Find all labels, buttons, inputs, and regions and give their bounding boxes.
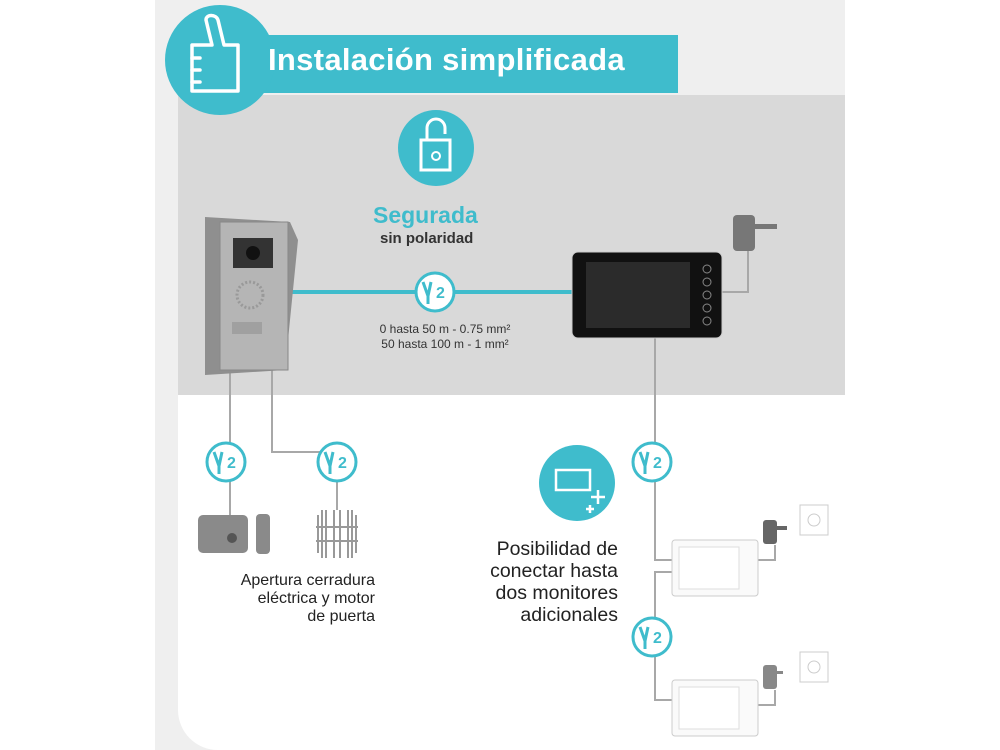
- monitors-caption: Posibilidad de conectar hasta dos monito…: [420, 538, 618, 626]
- lock-icon: [398, 110, 474, 186]
- caption-line: Posibilidad de: [496, 538, 618, 560]
- additional-monitor-2: [671, 679, 759, 737]
- caption-line: dos monitores: [495, 582, 618, 604]
- accessories-caption: Apertura cerradura eléctrica y motor de …: [190, 572, 375, 626]
- two-wire-badge-icon: 2: [316, 441, 358, 483]
- power-adapter-icon: [763, 520, 787, 544]
- indoor-monitor: [571, 251, 723, 339]
- power-adapter-icon: [733, 215, 777, 251]
- wall-socket-icon: [799, 651, 829, 683]
- gate-motor-icon: [316, 510, 358, 558]
- wire-count: 2: [436, 285, 445, 302]
- additional-monitor-1: [671, 539, 759, 597]
- security-subtitle: sin polaridad: [380, 230, 474, 247]
- wire-count: 2: [653, 630, 662, 647]
- cable-spec: 0 hasta 50 m - 0.75 mm² 50 hasta 100 m -…: [345, 322, 545, 352]
- caption-line: conectar hasta: [490, 560, 618, 582]
- title-banner: [240, 35, 678, 93]
- caption-line: de puerta: [307, 608, 375, 625]
- wire-count: 2: [227, 455, 236, 472]
- caption-line: eléctrica y motor: [257, 590, 375, 607]
- wire-count: 2: [338, 455, 347, 472]
- caption-line: Apertura cerradura: [240, 572, 375, 589]
- add-monitor-icon: [539, 445, 615, 521]
- wire-count: 2: [653, 455, 662, 472]
- two-wire-badge-icon: 2: [631, 441, 673, 483]
- two-wire-badge-icon: 2: [205, 441, 247, 483]
- wall-socket-icon: [799, 504, 829, 536]
- power-adapter-icon: [763, 665, 783, 689]
- page-title: Instalación simplificada: [268, 42, 625, 77]
- thumbs-up-icon: [190, 13, 240, 93]
- two-wire-badge-icon: 2: [414, 271, 456, 313]
- two-wire-badge-icon: 2: [631, 616, 673, 658]
- door-station: [205, 217, 298, 375]
- security-title: Segurada: [373, 202, 478, 228]
- electric-lock-icon: [198, 514, 270, 554]
- caption-line: adicionales: [520, 604, 618, 626]
- cable-spec-line: 0 hasta 50 m - 0.75 mm²: [379, 322, 511, 336]
- cable-spec-line: 50 hasta 100 m - 1 mm²: [381, 337, 509, 351]
